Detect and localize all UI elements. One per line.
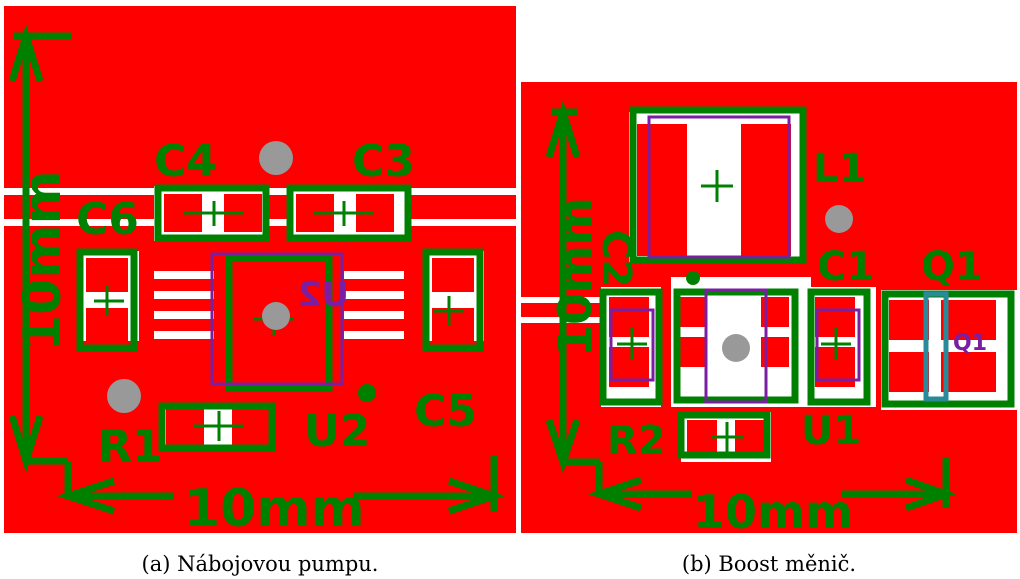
label-q1: Q1	[921, 244, 983, 290]
u2-outline	[210, 252, 344, 386]
pcb-boost-converter: L1 C2 C1 Q1 R2 U1 10mm 10mm Q1	[521, 82, 1017, 533]
outlines-b	[609, 115, 861, 404]
label-c2: C2	[593, 230, 639, 287]
silkscreen-a	[8, 24, 506, 515]
dim-horizontal-b: 10mm	[693, 485, 853, 533]
label-u2: U2	[304, 406, 370, 457]
via-hole	[722, 334, 750, 362]
label-u2-mirrored: U2	[298, 275, 349, 315]
label-c4: C4	[154, 136, 217, 187]
pcb-charge-pump: C4 C3 C6 R1 U2 C5 10mm 10mm U2	[4, 6, 516, 533]
label-u1: U1	[801, 408, 861, 454]
via-hole	[262, 302, 290, 330]
label-r1: R1	[98, 421, 163, 472]
dim-vertical-b: 10mm	[548, 197, 602, 357]
label-c6: C6	[76, 194, 139, 245]
crosshairs-b	[617, 170, 851, 452]
mounting-hole	[825, 205, 853, 233]
label-c5: C5	[414, 386, 477, 437]
mounting-hole	[259, 141, 293, 175]
caption-a: (a) Nábojovou pumpu.	[141, 552, 379, 576]
label-c1: C1	[817, 244, 874, 290]
silkscreen-b	[545, 100, 1015, 512]
label-r2: R2	[607, 418, 666, 464]
label-l1: L1	[813, 146, 866, 192]
label-c3: C3	[352, 136, 415, 187]
mounting-hole	[107, 379, 141, 413]
label-q1-small: Q1	[953, 331, 987, 356]
dim-horizontal-a: 10mm	[184, 479, 365, 533]
pin1-marker	[358, 384, 376, 402]
pin1-marker	[686, 271, 700, 285]
dim-vertical-a: 10mm	[13, 170, 73, 351]
q1-outline	[923, 291, 949, 402]
pads-b	[609, 124, 996, 454]
caption-b: (b) Boost měnič.	[681, 552, 857, 576]
